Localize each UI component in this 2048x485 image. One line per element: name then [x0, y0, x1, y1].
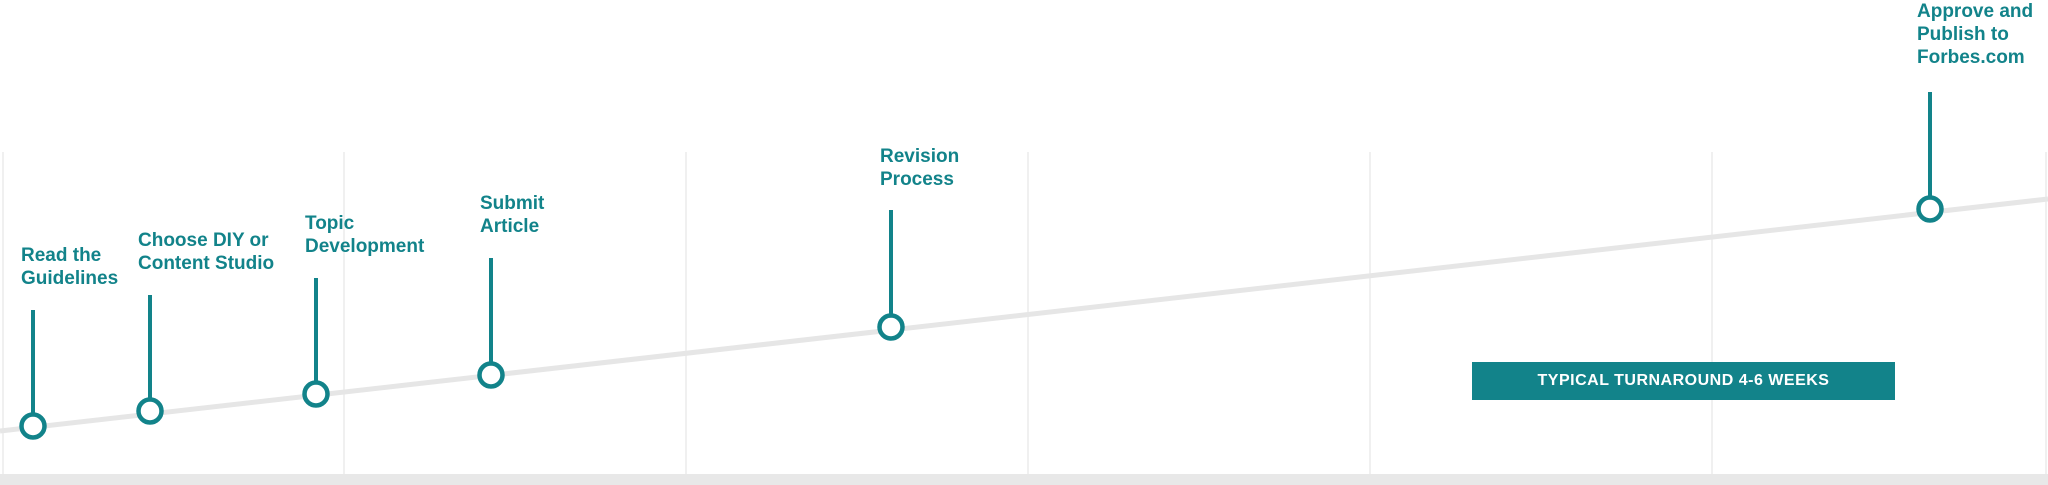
- milestone-markers: [19, 92, 1944, 440]
- milestone-label-revision-process: Revision Process: [880, 146, 960, 190]
- turnaround-badge: TYPICAL TURNAROUND 4-6 WEEKS: [1472, 362, 1895, 400]
- milestone-node-choose-diy: [136, 397, 164, 425]
- progress-trend-line: [0, 196, 2048, 434]
- milestone-label-submit-article: Submit Article: [480, 193, 545, 237]
- background-grid: [2, 152, 2047, 474]
- milestone-label-read-guidelines: Read the Guidelines: [21, 245, 119, 289]
- milestone-node-submit-article: [477, 361, 505, 389]
- milestone-node-topic-development: [302, 380, 330, 408]
- milestone-node-read-guidelines: [19, 412, 47, 440]
- milestone-node-revision-process: [877, 313, 905, 341]
- footer-bar: [0, 474, 2048, 485]
- milestone-node-approve-publish: [1916, 195, 1944, 223]
- milestone-label-approve-publish: Approve and Publish to Forbes.com: [1917, 1, 2034, 68]
- milestone-label-topic-development: Topic Development: [305, 213, 425, 257]
- milestone-label-choose-diy: Choose DIY or Content Studio: [138, 230, 275, 274]
